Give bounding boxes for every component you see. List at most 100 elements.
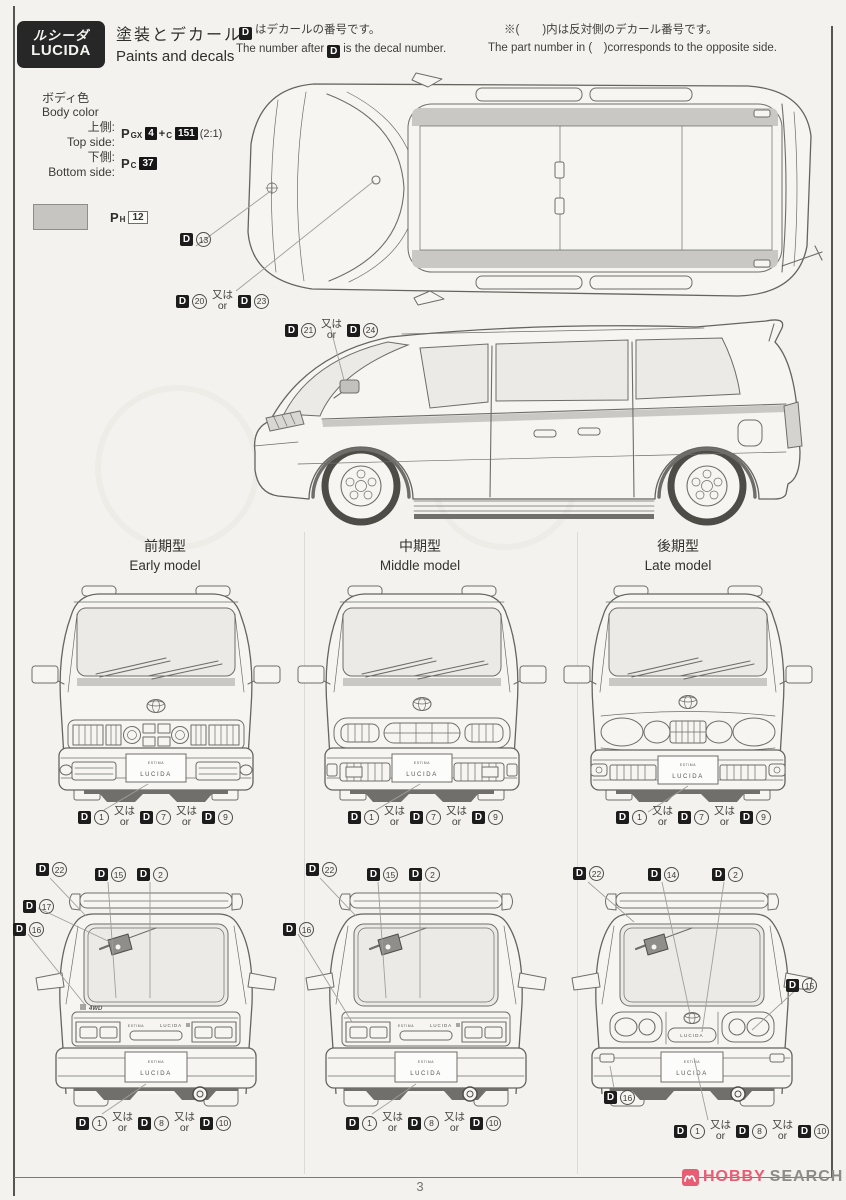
left-mirror — [297, 665, 325, 684]
d-marker-icon: D — [36, 863, 49, 876]
decal-number: 20 — [192, 293, 207, 309]
decal-note-en-pre: The number after — [236, 42, 325, 55]
decal-number: 22 — [52, 862, 67, 877]
front-early-grille — [67, 719, 245, 751]
rear-view-early: 4WD ESTIMA LUCIDA ESTIMA LUCIDA — [35, 892, 277, 1107]
left-mirror — [31, 665, 59, 684]
muffler — [192, 1086, 208, 1102]
middle-model-jp: 中期型 — [399, 538, 441, 554]
decal-number: 16 — [29, 922, 44, 937]
decal-number: 16 — [299, 922, 314, 937]
paint-sub: C — [130, 161, 137, 170]
d-marker-icon: D — [348, 810, 361, 824]
d-marker-icon: D — [786, 979, 799, 992]
d-marker-icon: D — [76, 1116, 89, 1130]
decal-number: 16 — [620, 1090, 635, 1105]
right-page-border — [831, 26, 833, 1178]
decal-number: 23 — [254, 293, 269, 309]
right-mirror — [517, 972, 547, 991]
kit-name-badge: ルシーダ LUCIDA — [17, 21, 105, 68]
d-marker-icon: D — [408, 1116, 421, 1130]
plate-text-estima: ESTIMA — [148, 1060, 164, 1064]
hobbysearch-icon — [682, 1168, 699, 1186]
decal-number: 22 — [589, 866, 604, 881]
section-header-early: 前期型 Early model — [65, 536, 265, 576]
decal-number: 8 — [752, 1123, 767, 1139]
d-marker-icon: D — [736, 1124, 749, 1138]
rear-view-late: LUCIDA ESTIMA LUCIDA — [571, 892, 813, 1107]
body-color-en: Body color — [42, 105, 99, 120]
decal-number: 1 — [92, 1115, 107, 1131]
late-model-jp: 後期型 — [657, 538, 699, 554]
decal-number: 21 — [301, 322, 316, 338]
decal-number: 13 — [196, 232, 211, 247]
decal-number: 9 — [218, 809, 233, 825]
front-view-late: ESTIMA LUCIDA — [563, 585, 813, 802]
d-marker-icon: D — [13, 923, 26, 936]
paint-sub: H — [119, 215, 126, 224]
paint-number-box: 37 — [139, 157, 157, 170]
decal-number: 2 — [153, 867, 168, 882]
plate-text-lucida: LUCIDA — [676, 1071, 708, 1077]
opposite-note-jp: ※( )内は反対側のデカール番号です。 — [504, 24, 718, 36]
hobbysearch-watermark: HOBBY SEARCH — [682, 1168, 843, 1186]
section-header-late: 後期型 Late model — [578, 536, 778, 576]
fuel-lid — [737, 419, 763, 447]
plate-text-estima: ESTIMA — [418, 1060, 434, 1064]
sunroof-panel — [589, 275, 693, 290]
muffler — [462, 1086, 478, 1102]
d-marker-icon: D — [23, 900, 36, 913]
door-handle — [577, 427, 601, 436]
late-model-en: Late model — [644, 558, 712, 574]
page-number: 3 — [416, 1179, 424, 1194]
decal-number: 17 — [39, 899, 54, 914]
top-view-drawing — [247, 72, 823, 306]
paint-mark: P — [110, 210, 119, 225]
early-model-en: Early model — [129, 558, 201, 574]
paint-number-box: 12 — [128, 211, 148, 224]
decal-number: 1 — [632, 809, 647, 825]
d-marker-icon: D — [604, 1091, 617, 1104]
d-marker-icon: D — [238, 294, 251, 308]
tail-lamp — [609, 1011, 663, 1043]
decal-number: 15 — [383, 867, 398, 882]
right-mirror — [519, 665, 547, 684]
d-marker-icon: D — [472, 810, 485, 824]
plate-text-estima: ESTIMA — [148, 761, 164, 765]
d-marker-icon: D — [740, 810, 753, 824]
right-mirror — [785, 665, 813, 684]
headlamp — [705, 720, 733, 744]
left-mirror — [571, 972, 601, 991]
opposite-side-note: ※( )内は反対側のデカール番号です。 The part number in (… — [488, 21, 777, 58]
paint-number-box: 151 — [175, 127, 198, 140]
license-plate — [660, 1051, 724, 1083]
badge-4wd: 4WD — [88, 1006, 103, 1012]
plate-text-lucida: LUCIDA — [410, 1071, 442, 1077]
d-marker-icon: D — [202, 810, 215, 824]
left-mirror — [305, 972, 335, 991]
rear-view-middle: ESTIMA LUCIDA ESTIMA LUCIDA — [305, 892, 547, 1107]
right-mirror — [247, 972, 277, 991]
decal-number: 1 — [362, 1115, 377, 1131]
front-middle-bumper: ESTIMA LUCIDA — [324, 747, 520, 802]
headlamp — [600, 717, 644, 747]
decal-number: 9 — [488, 809, 503, 825]
bottom-side-en: Bottom side: — [48, 165, 115, 179]
